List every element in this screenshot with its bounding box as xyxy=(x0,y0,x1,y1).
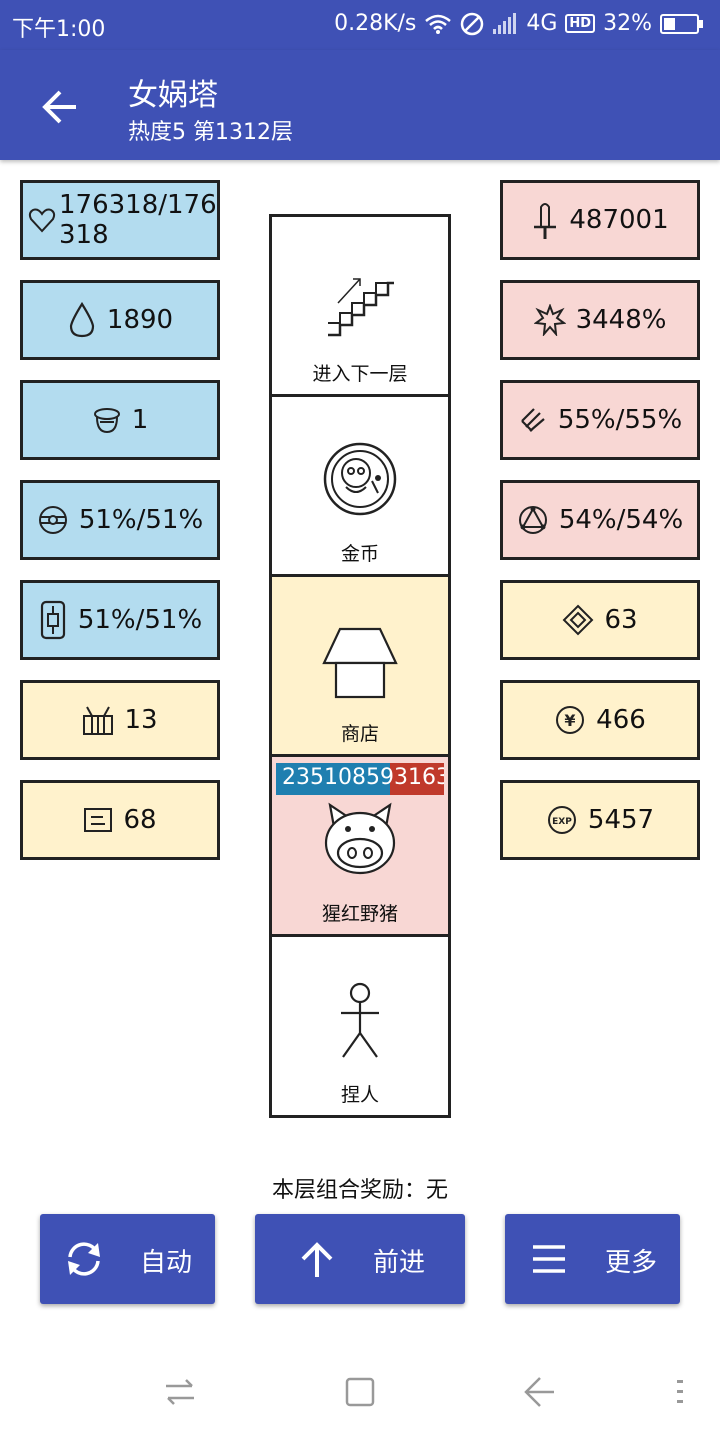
monster-hp-fill xyxy=(276,763,391,795)
stat-armor[interactable]: 51%/51% xyxy=(20,580,220,660)
cell-shop-label: 商店 xyxy=(340,723,379,745)
floor-reward-text: 本层组合奖励：无 xyxy=(271,1178,448,1203)
battery-icon xyxy=(660,13,703,34)
do-not-disturb-icon xyxy=(461,12,484,35)
diamond-icon xyxy=(563,604,594,636)
stat-hp-value: 176318/176318 xyxy=(59,190,217,250)
sword-icon xyxy=(534,203,557,239)
monster-hp-text: 235108593163 xyxy=(282,765,444,790)
menu-icon xyxy=(533,1245,565,1273)
status-indicators: 0.28K/s 4G HD 32% xyxy=(334,11,704,36)
stat-crit[interactable]: 3448% xyxy=(500,280,700,360)
network-type: 4G xyxy=(526,11,558,36)
stat-crit-value: 3448% xyxy=(575,305,667,335)
more-vert-icon[interactable] xyxy=(674,1374,686,1410)
card-icon xyxy=(84,808,113,832)
stat-card[interactable]: 68 xyxy=(20,780,220,860)
stat-shield[interactable]: 51%/51% xyxy=(20,480,220,560)
stat-helmet[interactable]: 1 xyxy=(20,380,220,460)
shop-icon xyxy=(322,627,398,699)
stat-card-value: 68 xyxy=(123,805,157,835)
drop-icon xyxy=(69,302,95,338)
status-bar: 下午1:00 0.28K/s 4G HD 32% xyxy=(0,0,720,50)
helmet-icon xyxy=(93,408,120,434)
floor-subtitle: 热度5 第1312层 xyxy=(128,120,293,145)
stat-shield-value: 51%/51% xyxy=(78,505,204,535)
gift-icon xyxy=(83,706,114,735)
stat-helmet-value: 1 xyxy=(131,405,149,435)
stairs-icon xyxy=(328,278,394,337)
svg-text:¥: ¥ xyxy=(565,711,576,730)
home-icon[interactable] xyxy=(342,1374,378,1410)
triangle-circle-icon xyxy=(518,506,547,534)
refresh-icon xyxy=(68,1242,100,1276)
stat-gem[interactable]: 63 xyxy=(500,580,700,660)
forward-button-label: 前进 xyxy=(373,1248,426,1278)
person-icon xyxy=(341,982,379,1058)
claw-icon xyxy=(521,408,545,432)
stat-mana[interactable]: 1890 xyxy=(20,280,220,360)
wifi-icon xyxy=(425,14,452,34)
arrow-up-icon xyxy=(301,1242,333,1277)
forward-button[interactable]: 前进 xyxy=(255,1214,465,1304)
stat-element-value: 54%/54% xyxy=(558,505,684,535)
armor-icon xyxy=(40,600,65,640)
svg-text:EXP: EXP xyxy=(552,817,572,827)
shield-icon xyxy=(38,506,67,534)
exp-icon: EXP xyxy=(547,806,576,834)
back-arrow-icon[interactable] xyxy=(36,82,86,132)
cell-character[interactable]: 捏人 xyxy=(272,937,448,1115)
stat-attack-value: 487001 xyxy=(569,205,669,235)
stat-hp[interactable]: 176318/176318 xyxy=(20,180,220,260)
stat-claw[interactable]: 55%/55% xyxy=(500,380,700,460)
monster-hp-bar: 235108593163 xyxy=(276,763,444,795)
signal-icon xyxy=(493,12,517,34)
stat-money[interactable]: ¥ 466 xyxy=(500,680,700,760)
stat-gift[interactable]: 13 xyxy=(20,680,220,760)
stat-element[interactable]: 54%/54% xyxy=(500,480,700,560)
stat-mana-value: 1890 xyxy=(106,305,174,335)
auto-button-label: 自动 xyxy=(140,1248,193,1278)
stat-money-value: 466 xyxy=(596,705,646,735)
battery-percent: 32% xyxy=(603,11,652,36)
cell-next-floor[interactable]: 进入下一层 xyxy=(272,217,448,397)
cell-coins-label: 金币 xyxy=(340,543,379,565)
coin-icon xyxy=(323,442,397,516)
back-nav-icon[interactable] xyxy=(522,1374,558,1410)
hd-badge: HD xyxy=(565,14,596,33)
app-bar: 女娲塔 热度5 第1312层 xyxy=(0,50,720,160)
auto-button[interactable]: 自动 xyxy=(40,1214,215,1304)
stat-exp[interactable]: EXP 5457 xyxy=(500,780,700,860)
stat-armor-value: 51%/51% xyxy=(77,605,203,635)
more-button-label: 更多 xyxy=(605,1248,658,1278)
cell-next-floor-label: 进入下一层 xyxy=(312,363,408,385)
status-time: 下午1:00 xyxy=(12,17,106,42)
stat-gift-value: 13 xyxy=(124,705,158,735)
system-nav-bar xyxy=(0,1350,720,1440)
cell-shop[interactable]: 商店 xyxy=(272,577,448,757)
stat-claw-value: 55%/55% xyxy=(557,405,683,435)
heart-icon xyxy=(28,208,56,233)
stat-gem-value: 63 xyxy=(604,605,638,635)
cell-coins[interactable]: 金币 xyxy=(272,397,448,577)
stat-attack[interactable]: 487001 xyxy=(500,180,700,260)
burst-icon xyxy=(533,304,566,336)
yen-icon: ¥ xyxy=(556,706,585,734)
cell-character-label: 捏人 xyxy=(340,1084,379,1106)
boar-icon xyxy=(324,802,396,875)
more-button[interactable]: 更多 xyxy=(505,1214,680,1304)
stat-exp-value: 5457 xyxy=(587,805,655,835)
net-speed: 0.28K/s xyxy=(334,11,417,36)
tower-column: 进入下一层 金币 商店 235108593163 xyxy=(269,214,451,1118)
cell-monster-label: 猩红野猪 xyxy=(321,903,398,925)
cell-monster[interactable]: 235108593163 猩红野猪 xyxy=(272,757,448,937)
switch-apps-icon[interactable] xyxy=(162,1374,198,1410)
page-title: 女娲塔 xyxy=(128,78,218,113)
